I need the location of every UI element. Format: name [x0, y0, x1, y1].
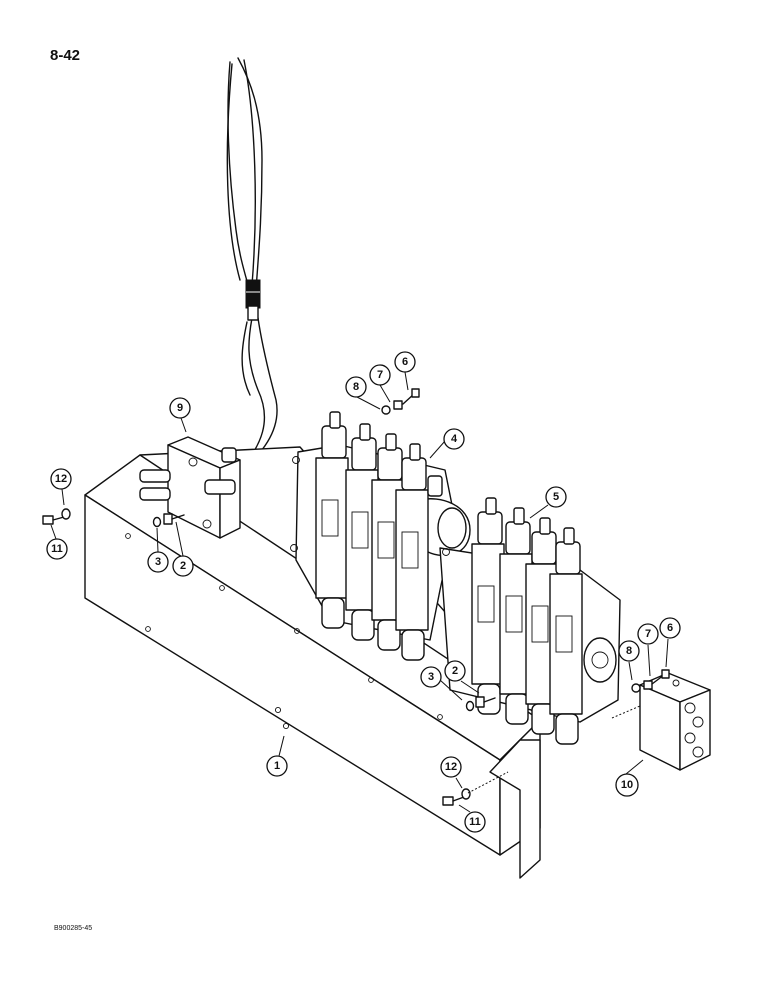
callout-4: 4 [443, 428, 465, 450]
svg-text:8: 8 [353, 381, 359, 393]
valve-spools-5 [471, 497, 583, 745]
page-number: 8-42 [50, 47, 81, 64]
figure-code: B900285-45 [54, 925, 93, 932]
callout-8-right: 8 [618, 640, 640, 662]
callout-3-mid: 3 [420, 666, 442, 688]
nut-7-right [643, 680, 653, 690]
svg-text:6: 6 [402, 356, 408, 368]
callout-12-left: 12 [50, 468, 72, 490]
callout-6-right: 6 [659, 617, 681, 639]
washer-12-left [61, 508, 71, 520]
callout-leaders [50, 371, 669, 813]
capscrew-2-mid [475, 696, 496, 708]
svg-text:11: 11 [51, 543, 63, 555]
svg-text:3: 3 [155, 556, 161, 568]
svg-text:10: 10 [621, 779, 633, 791]
washer-12-right [461, 788, 471, 800]
capscrew-11-left [42, 515, 65, 525]
harness-connector [245, 279, 261, 321]
callout-10: 10 [615, 773, 639, 797]
callout-5: 5 [545, 486, 567, 508]
svg-text:2: 2 [180, 560, 186, 572]
callout-8-top: 8 [345, 376, 367, 398]
callout-2-mid: 2 [444, 660, 466, 682]
svg-text:12: 12 [445, 761, 457, 773]
svg-text:6: 6 [667, 622, 673, 634]
washer-3-left [152, 516, 162, 528]
nut-7-top [393, 400, 403, 410]
valve-spools-4 [315, 411, 443, 661]
washer-8-right [631, 683, 641, 693]
capscrew-11-right [442, 796, 465, 806]
svg-text:3: 3 [428, 671, 434, 683]
svg-text:9: 9 [177, 402, 183, 414]
wire-harness [226, 57, 278, 481]
callout-6-top: 6 [394, 351, 416, 373]
callout-11-left: 11 [46, 538, 68, 560]
callout-12-right: 12 [440, 756, 462, 778]
callout-3-left: 3 [147, 551, 169, 573]
callout-7-right: 7 [637, 623, 659, 645]
callout-9: 9 [169, 397, 191, 419]
svg-text:8: 8 [626, 645, 632, 657]
washer-8-top [381, 405, 391, 415]
svg-text:4: 4 [451, 433, 458, 445]
valve-block-9 [139, 436, 241, 539]
svg-text:5: 5 [553, 491, 559, 503]
valve-block-10 [639, 672, 711, 771]
callout-11-right: 11 [464, 811, 486, 833]
capscrew-6-right [651, 669, 670, 685]
svg-text:1: 1 [274, 760, 280, 772]
callout-7-top: 7 [369, 364, 391, 386]
callout-1: 1 [266, 755, 288, 777]
capscrew-2-left [163, 513, 185, 525]
alignment-lines [467, 705, 641, 794]
callout-2-left: 2 [172, 555, 194, 577]
svg-text:12: 12 [55, 473, 67, 485]
svg-text:7: 7 [645, 628, 651, 640]
washer-3-mid [465, 700, 475, 712]
svg-text:7: 7 [377, 369, 383, 381]
capscrew-6-top [402, 388, 420, 405]
svg-text:2: 2 [452, 665, 458, 677]
svg-text:11: 11 [469, 816, 481, 828]
